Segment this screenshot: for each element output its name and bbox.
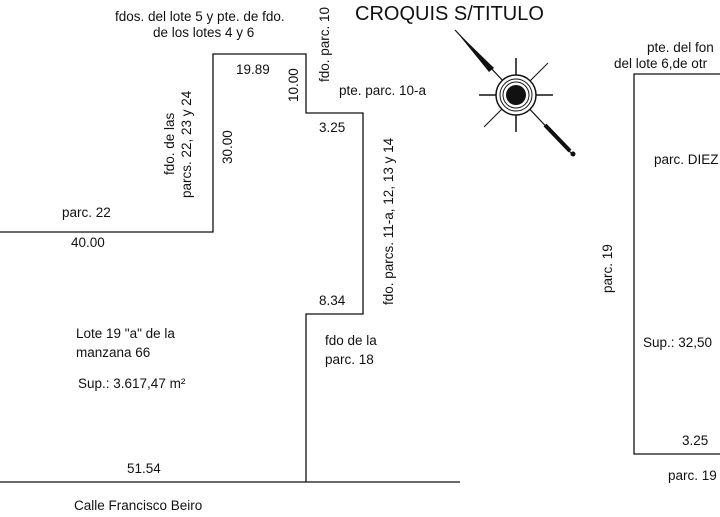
label-fdo-parcs11a: fdo. parcs. 11-a, 12, 13 y 14 — [381, 137, 396, 305]
label-lote-2: manzana 66 — [76, 345, 150, 360]
label-fdo-parcs22: fdo. de las — [162, 112, 177, 175]
label-fdo-parc18: fdo de la — [325, 333, 377, 348]
label-lote: Lote 19 "a" de la — [76, 326, 175, 341]
label-fdo-parc10: fdo. parc. 10 — [317, 7, 332, 82]
label-parc19-vertical: parc. 19 — [600, 244, 615, 293]
label-pte-fondo: pte. del fon — [647, 40, 714, 55]
label-parc19-bottom: parc. 19 — [668, 468, 717, 483]
right-parcel-boundary — [633, 73, 720, 455]
sketch-title: CROQUIS S/TITULO — [355, 3, 544, 25]
lot-boundary — [0, 53, 364, 482]
dim-3-25-top: 3.25 — [319, 120, 345, 135]
label-parc22: parc. 22 — [62, 205, 111, 220]
label-sup-lote: Sup.: 3.617,47 m² — [78, 376, 186, 391]
dim-51-54: 51.54 — [127, 461, 161, 476]
north-arrow-compass-icon — [454, 29, 576, 157]
dim-8-34: 8.34 — [319, 293, 346, 308]
label-fdo-parc18-2: parc. 18 — [325, 352, 374, 367]
dim-30-00: 30.00 — [220, 130, 235, 164]
label-sup-right: Sup.: 32,50 — [643, 335, 712, 350]
label-fdos-lote5: fdos. del lote 5 y pte. de fdo. — [115, 9, 285, 24]
dim-40-00: 40.00 — [71, 235, 105, 250]
label-street: Calle Francisco Beiro — [74, 498, 202, 513]
label-parc-diez: parc. DIEZ — [654, 152, 719, 167]
dim-3-25-right: 3.25 — [682, 433, 708, 448]
label-fdos-lote5-2: de los lotes 4 y 6 — [153, 25, 254, 40]
label-pte-parc-10a: pte. parc. 10-a — [339, 83, 427, 98]
label-pte-fondo-2: del lote 6,de otr — [614, 56, 708, 71]
dim-19-89: 19.89 — [236, 62, 270, 77]
dim-10-00: 10.00 — [286, 68, 301, 102]
label-fdo-parcs22-2: parcs. 22, 23 y 24 — [179, 90, 194, 198]
